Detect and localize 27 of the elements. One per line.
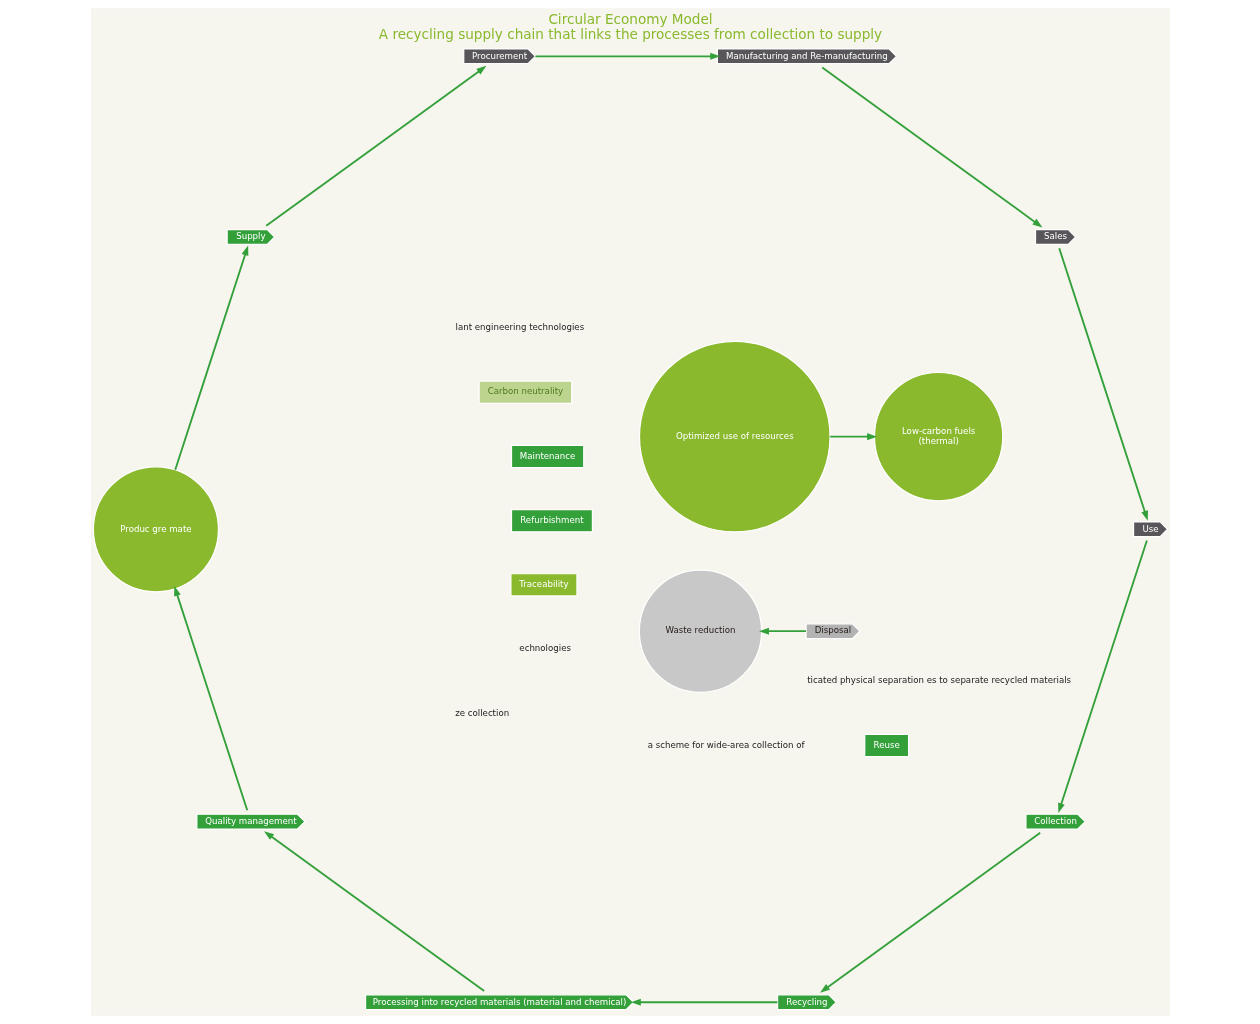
node-box: Carbon neutrality: [477, 380, 572, 404]
label: lant engineering technologies: [455, 322, 584, 333]
arrow: [173, 245, 248, 471]
arrow: [1057, 247, 1148, 521]
node-box: Reuse: [863, 733, 909, 758]
arrow: [630, 998, 778, 1006]
node-box: Refurbishment: [510, 508, 593, 533]
arrow: [819, 831, 1041, 993]
arrow: [263, 831, 485, 993]
label: a scheme for wide-area collection of: [647, 739, 805, 750]
arrow: [820, 66, 1042, 228]
arrow: [173, 586, 248, 812]
node-box: Maintenance: [510, 444, 584, 469]
node-circle: Waste reduction: [638, 569, 762, 693]
label: ze collection: [454, 707, 509, 718]
node-circle: Optimized use of resources: [638, 340, 831, 533]
arrow: [264, 65, 486, 227]
arrow: [534, 52, 720, 60]
arrow: [758, 627, 807, 635]
arrow: [828, 433, 877, 441]
label: ticated physical separation es to separate recycled materials: [806, 675, 1071, 686]
node-circle: Produc gre mate: [92, 466, 219, 593]
node-circle: Low-carbon fuels (thermal): [873, 371, 1003, 502]
diagram-title: Circular Economy Model: [547, 10, 713, 27]
arrow: [1057, 539, 1148, 814]
label: echnologies: [518, 643, 571, 654]
node-box: Traceability: [509, 573, 578, 597]
